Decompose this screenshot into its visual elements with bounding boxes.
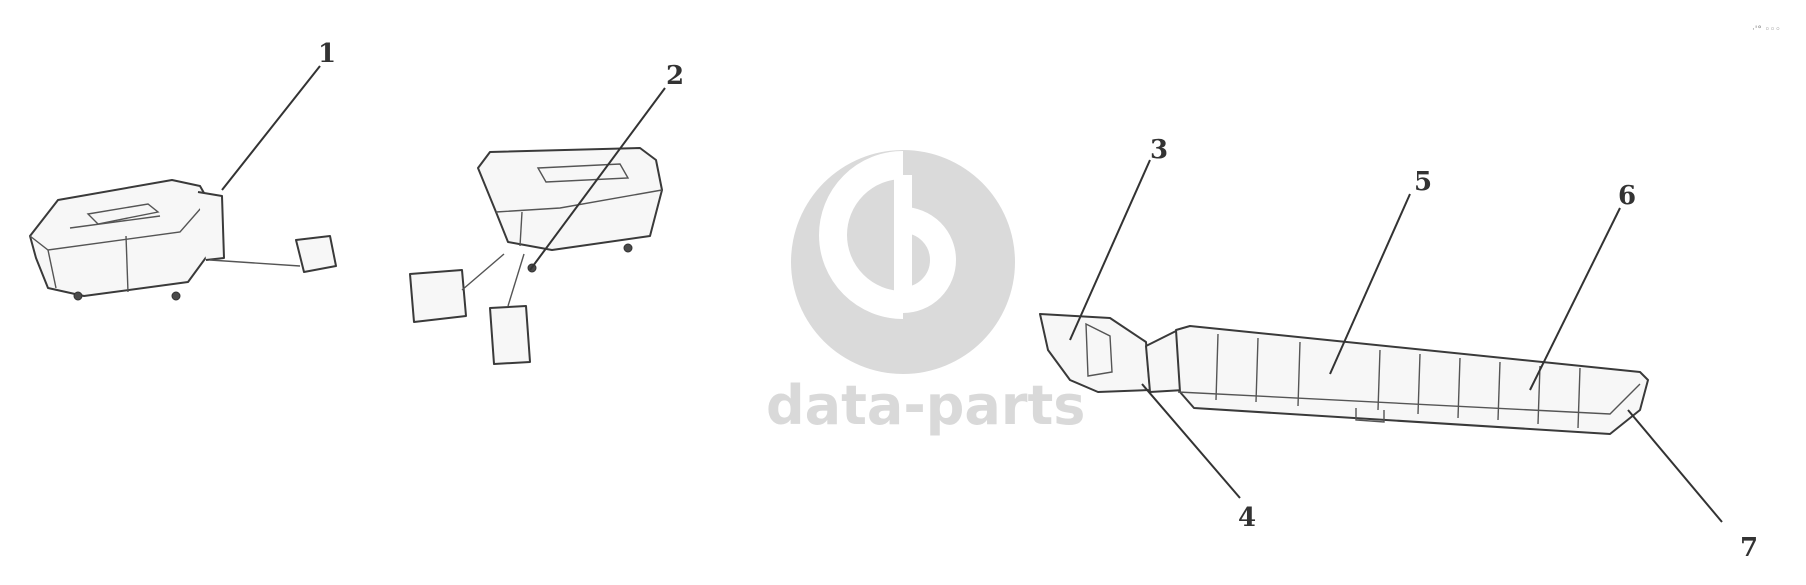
callout-3: 3 — [1150, 135, 1168, 165]
watermark-logo-right-glyph — [902, 207, 956, 313]
part-2-switch-unit — [409, 147, 663, 365]
corner-mark: ·'° ◦◦◦ — [1752, 25, 1781, 35]
leader-line-7 — [1627, 409, 1723, 523]
part-1-switch-unit — [29, 179, 337, 301]
callout-6: 6 — [1618, 181, 1636, 211]
watermark-text: data-parts — [766, 374, 1085, 437]
leader-line-3 — [1069, 159, 1151, 341]
callout-1: 1 — [318, 39, 336, 69]
watermark-logo-left-glyph — [819, 151, 904, 319]
callout-7: 7 — [1740, 533, 1758, 563]
part-3-7-light-bar-assembly — [1039, 313, 1649, 435]
callout-labels: 1 2 3 4 5 6 7 — [318, 39, 1758, 563]
leader-lines — [221, 65, 1723, 523]
leader-line-1 — [221, 65, 321, 191]
leader-line-6 — [1529, 207, 1621, 391]
watermark-logo: data-parts — [766, 150, 1085, 437]
leader-line-5 — [1329, 193, 1411, 375]
leader-line-4 — [1141, 383, 1241, 499]
callout-5: 5 — [1414, 167, 1432, 197]
callout-2: 2 — [666, 61, 684, 91]
leader-line-2 — [529, 87, 666, 271]
callout-4: 4 — [1238, 503, 1256, 533]
